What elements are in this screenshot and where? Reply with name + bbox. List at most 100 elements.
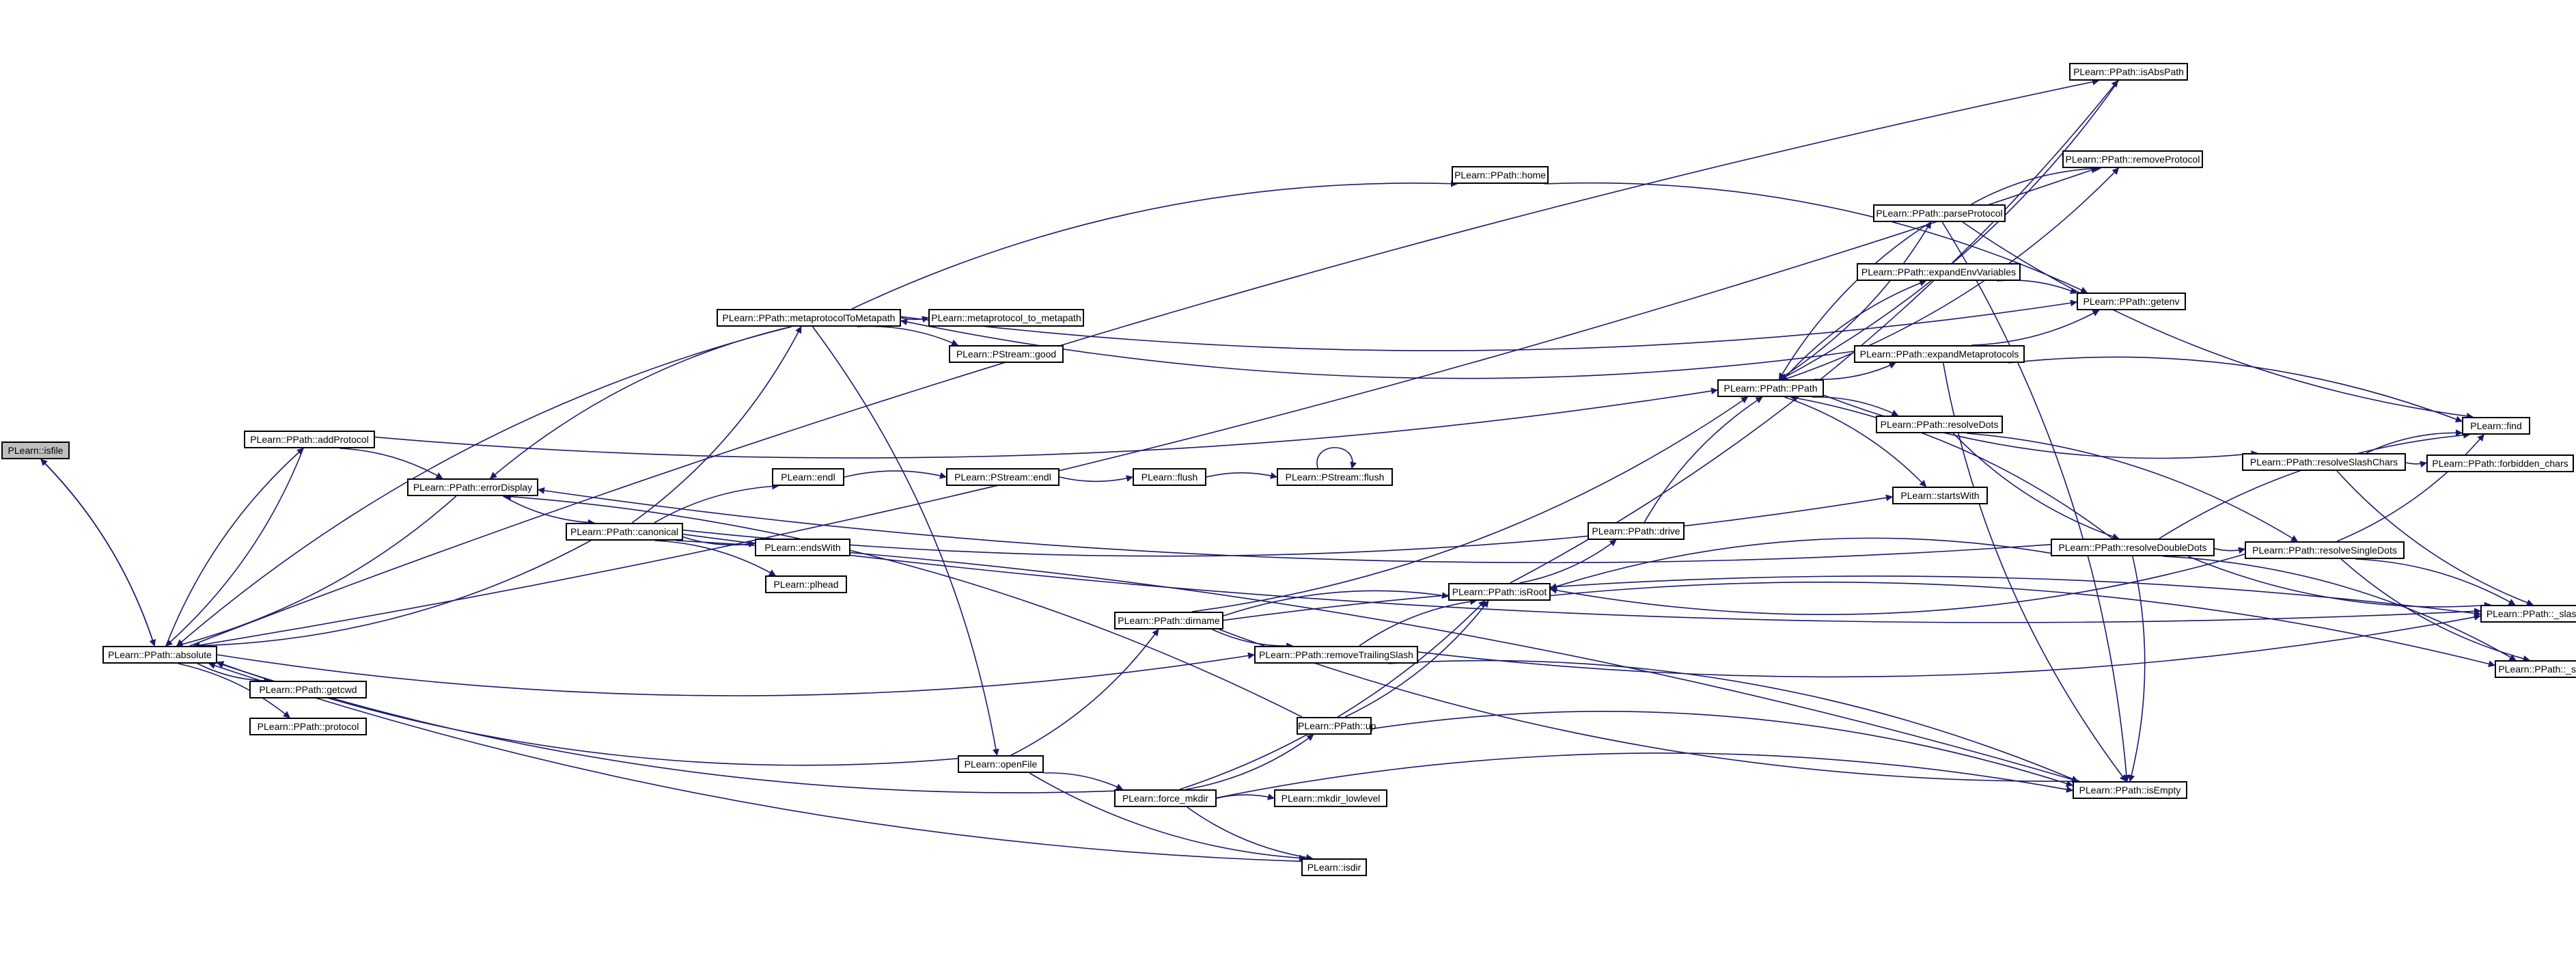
node-isdir[interactable]: PLearn::isdir <box>1301 858 1367 876</box>
edge-drive-to-PPath <box>1644 396 1763 523</box>
node-ppath-home[interactable]: PLearn::PPath::home <box>1452 166 1549 184</box>
node-ppath-resolvedoubledots[interactable]: PLearn::PPath::resolveDoubleDots <box>2051 539 2215 556</box>
node-ppath-absolute[interactable]: PLearn::PPath::absolute <box>102 646 217 664</box>
node-ppath-removeprotocol[interactable]: PLearn::PPath::removeProtocol <box>2062 150 2203 168</box>
node-ppath-drive[interactable]: PLearn::PPath::drive <box>1588 522 1685 540</box>
node-ppath-slash[interactable]: PLearn::PPath::_slash <box>2495 660 2576 678</box>
edge-resolveSingleDots-to-isRoot <box>1550 554 2245 616</box>
node-ppath-resolveslashchars[interactable]: PLearn::PPath::resolveSlashChars <box>2242 453 2406 471</box>
node-ppath-slash-char[interactable]: PLearn::PPath::_slash_char <box>2480 605 2576 623</box>
node-endl[interactable]: PLearn::endl <box>772 468 844 486</box>
node-ppath-canonical[interactable]: PLearn::PPath::canonical <box>566 523 683 541</box>
edge-isRoot-to-drive <box>1519 539 1617 584</box>
edge-up-to-isRoot <box>1344 600 1489 718</box>
edge-PPath-to-parseProtocol <box>1779 221 1932 380</box>
edge-absolute-to-protocol <box>178 663 290 718</box>
node-ppath-getenv[interactable]: PLearn::PPath::getenv <box>2077 293 2186 310</box>
edge-metaprotocolToMetapath-to-absolute <box>176 326 792 647</box>
node-ppath-getcwd[interactable]: PLearn::PPath::getcwd <box>249 681 367 698</box>
edge-addProtocol-to-absolute <box>165 448 304 647</box>
edge-parseProtocol-to-isEmpty <box>1941 221 2130 782</box>
edge-openFile-to-force_mkdir <box>1043 772 1124 790</box>
node-ppath-dirname[interactable]: PLearn::PPath::dirname <box>1114 612 1223 629</box>
edge-canonical-to-endsWith <box>682 536 756 548</box>
edge-errorDisplay-to-absolute <box>176 495 457 648</box>
edge-absolute-to-isfile <box>40 459 155 647</box>
edge-resolveDoubleDots-to-isRoot <box>1550 537 2051 590</box>
node-ppath-ppath[interactable]: PLearn::PPath::PPath <box>1717 379 1824 397</box>
node-ppath-parseprotocol[interactable]: PLearn::PPath::parseProtocol <box>1873 204 2006 222</box>
node-ppath-isroot[interactable]: PLearn::PPath::isRoot <box>1448 583 1551 601</box>
edge-absolute-to-removeTrailingSlash <box>217 652 1255 696</box>
edge-absolute-to-isAbsPath <box>189 78 2100 647</box>
edge-parseProtocol-to-find <box>1962 221 2474 420</box>
edge-dirname-to-isEmpty <box>1219 629 2081 785</box>
edge-errorDisplay-to-canonical <box>503 495 595 526</box>
edge-resolveDoubleDots-to-resolveSingleDots <box>2214 547 2245 554</box>
edge-canonical-to-metaprotocolToMetapath <box>631 326 802 524</box>
edge-metaprotocolToMetapath-to-errorDisplay <box>490 326 792 479</box>
edge-resolveDoubleDots-to-isEmpty <box>2128 556 2146 782</box>
edge-canonical-to-startsWith <box>682 494 1893 557</box>
edge-isRoot-to-slash <box>1550 581 2495 668</box>
node-flush[interactable]: PLearn::flush <box>1133 468 1206 486</box>
edge-force_mkdir-to-isdir <box>1187 806 1314 861</box>
edge-absolute-to-addProtocol <box>165 448 304 647</box>
node-ppath-expandenvvariables[interactable]: PLearn::PPath::expandEnvVariables <box>1857 263 2021 281</box>
node-plhead[interactable]: PLearn::plhead <box>765 575 847 593</box>
node-ppath-expandmetaprotocols[interactable]: PLearn::PPath::expandMetaprotocols <box>1854 345 2025 363</box>
edge-endl-to-PStream_endl <box>844 470 947 479</box>
edge-canonical-to-isEmpty <box>676 540 2079 783</box>
edge-resolveDoubleDots-to-slash_char <box>2187 556 2491 609</box>
node-ppath-removetrailingslash[interactable]: PLearn::PPath::removeTrailingSlash <box>1254 646 1418 664</box>
node-ppath-protocol[interactable]: PLearn::PPath::protocol <box>249 718 367 735</box>
edge-force_mkdir-to-up <box>1186 734 1314 790</box>
edge-force_mkdir-to-isEmpty <box>1216 752 2073 799</box>
node-startswith[interactable]: PLearn::startsWith <box>1892 487 1988 504</box>
edge-dirname-to-slash_char <box>1223 575 2481 621</box>
edge-metaprotocolToMetapath-to-home <box>851 180 1458 310</box>
node-ppath-addprotocol[interactable]: PLearn::PPath::addProtocol <box>244 431 375 448</box>
edge-resolveSingleDots-to-slash_char <box>2355 558 2516 606</box>
edge-resolveDots-to-resolveDoubleDots <box>1952 433 2120 540</box>
node-find[interactable]: PLearn::find <box>2462 417 2530 435</box>
edge-removeTrailingSlash-to-slash_char <box>1417 614 2481 678</box>
edge-metaprotocolToMetapath-to-metaprotocol_to_metapath <box>900 316 929 323</box>
edge-resolveSlashChars-to-slash_char <box>2336 470 2534 606</box>
node-ppath-isabspath[interactable]: PLearn::PPath::isAbsPath <box>2069 63 2188 81</box>
node-force-mkdir[interactable]: PLearn::force_mkdir <box>1114 789 1217 807</box>
edge-PPath-to-resolveDots <box>1812 396 1899 416</box>
node-ppath-forbidden-chars[interactable]: PLearn::PPath::forbidden_chars <box>2426 454 2574 472</box>
edge-resolveSingleDots-to-find <box>2336 434 2484 542</box>
edge-resolveSlashChars-to-find <box>2366 429 2463 454</box>
edge-up-to-errorDisplay <box>504 493 1303 718</box>
node-ppath-up[interactable]: PLearn::PPath::up <box>1297 717 1376 735</box>
node-mkdir-lowlevel[interactable]: PLearn::mkdir_lowlevel <box>1274 789 1387 807</box>
edge-canonical-to-absolute <box>193 540 592 649</box>
edge-resolveDoubleDots-to-find <box>2159 431 2471 539</box>
node-pstream-endl[interactable]: PLearn::PStream::endl <box>946 468 1060 486</box>
edge-resolveDoubleDots-to-slash <box>2163 556 2517 661</box>
edge-addProtocol-to-PPath <box>374 388 1718 459</box>
node-metaprotocol-to-metapath[interactable]: PLearn::metaprotocol_to_metapath <box>928 309 1084 327</box>
edge-isAbsPath-to-PPath <box>1779 80 2119 380</box>
edge-parseProtocol-to-PPath <box>1778 221 1931 380</box>
node-pstream-good[interactable]: PLearn::PStream::good <box>949 345 1064 363</box>
node-ppath-isempty[interactable]: PLearn::PPath::isEmpty <box>2073 781 2187 799</box>
edge-PPath-to-removeProtocol <box>1784 167 2120 380</box>
node-openfile[interactable]: PLearn::openFile <box>958 755 1044 773</box>
edge-resolveDoubleDots-to-PPath <box>1790 394 2113 539</box>
edge-metaprotocolToMetapath-to-getenv <box>900 299 2077 351</box>
edge-PPath-to-startsWith <box>1784 396 1927 487</box>
node-endswith[interactable]: PLearn::endsWith <box>755 539 850 556</box>
edge-removeTrailingSlash-to-isRoot <box>1359 598 1478 647</box>
node-isfile[interactable]: PLearn::isfile <box>1 442 70 459</box>
edge-PStream_flush-to-PStream_flush <box>1316 447 1357 469</box>
node-ppath-resolvesingledots[interactable]: PLearn::PPath::resolveSingleDots <box>2245 541 2405 559</box>
edge-openFile-to-dirname <box>1010 629 1159 756</box>
node-ppath-resolvedots[interactable]: PLearn::PPath::resolveDots <box>1876 416 2003 433</box>
node-ppath-errordisplay[interactable]: PLearn::PPath::errorDisplay <box>407 478 538 496</box>
node-ppath-metaprotocoltometapath[interactable]: PLearn::PPath::metaprotocolToMetapath <box>717 309 901 327</box>
node-pstream-flush[interactable]: PLearn::PStream::flush <box>1277 468 1393 486</box>
